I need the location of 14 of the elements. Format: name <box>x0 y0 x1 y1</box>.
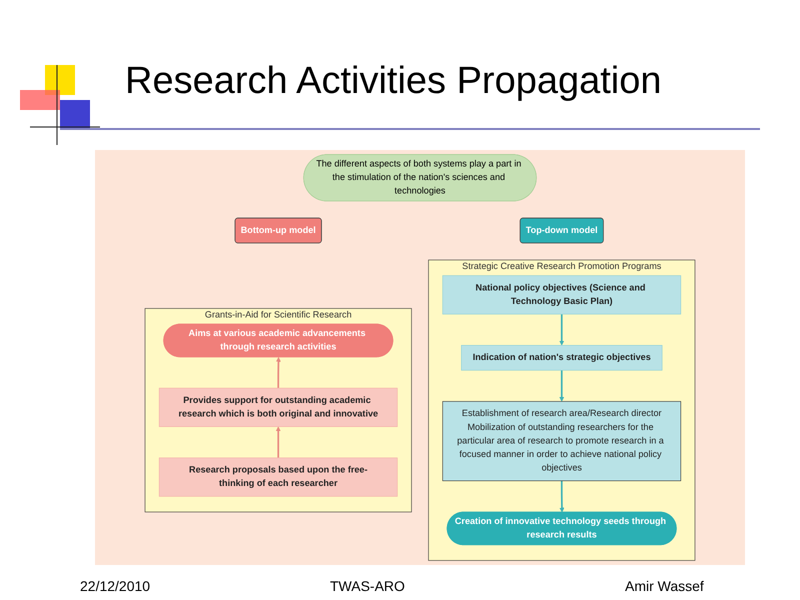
footer-text: Amir Wassef <box>625 578 704 594</box>
arrow <box>276 426 281 458</box>
node-box: Indication of nation's strategic objectives <box>461 345 662 371</box>
slide-title: Research Activities Propagation <box>125 60 662 103</box>
node-box: Provides support for outstanding academic research which is both original and innovative <box>158 388 398 427</box>
arrow <box>559 480 564 512</box>
node-box: National policy objectives (Science and Technology Basic Plan) <box>442 275 682 314</box>
arrow <box>559 370 564 402</box>
node-box: Research proposals based upon the free-thinking of each researcher <box>158 458 398 497</box>
node-box: Establishment of research area/Research director Mobilization of outstanding researchers for the particular area of research to promote research in a focused manner in order to achieve national policy objectives <box>442 401 682 482</box>
arrow <box>276 357 281 388</box>
arrow <box>559 314 564 346</box>
footer-text: 22/12/2010 <box>80 578 150 594</box>
footer-text: TWAS-ARO <box>330 578 405 594</box>
